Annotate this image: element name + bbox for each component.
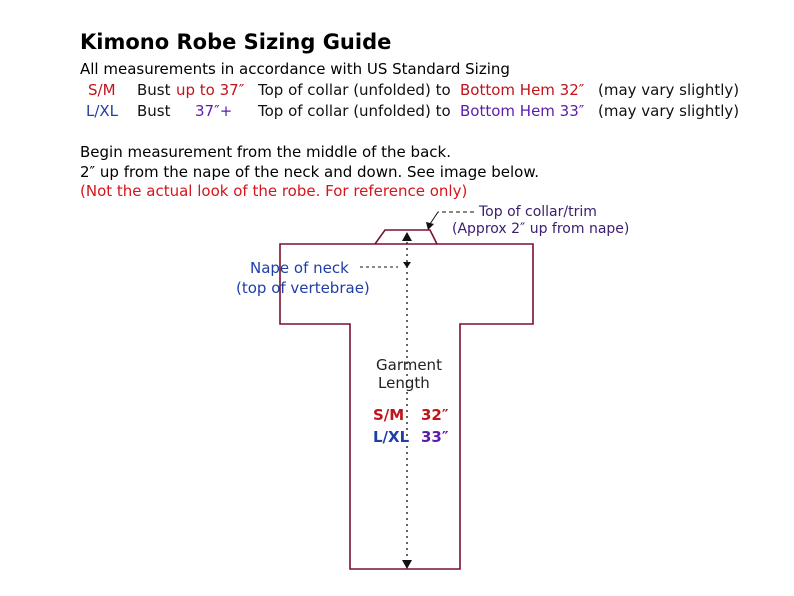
page-subtitle: All measurements in accordance with US S… bbox=[80, 60, 510, 78]
diagram-lxl-value: 33″ bbox=[421, 428, 449, 446]
diagram-sm-label: S/M bbox=[373, 406, 405, 424]
collar-leader-diag bbox=[429, 211, 439, 225]
collar-text-sm: Top of collar (unfolded) to bbox=[258, 81, 451, 99]
collar-label-1: Top of collar/trim bbox=[479, 204, 597, 220]
note-lxl: (may vary slightly) bbox=[598, 102, 740, 120]
nape-label-2: (top of vertebrae) bbox=[236, 279, 370, 297]
nape-marker-icon bbox=[403, 262, 411, 268]
reference-note: (Not the actual look of the robe. For re… bbox=[80, 182, 468, 200]
size-row-sm: S/M Bust up to 37″ Top of collar (unfold… bbox=[0, 81, 794, 101]
page-title: Kimono Robe Sizing Guide bbox=[80, 30, 392, 54]
collar-label-2: (Approx 2″ up from nape) bbox=[452, 221, 630, 237]
kimono-outline bbox=[279, 229, 534, 570]
arrow-top-icon bbox=[402, 232, 412, 241]
bust-word-sm: Bust bbox=[137, 81, 171, 99]
bust-value-sm: up to 37″ bbox=[176, 81, 245, 99]
instruction-line-1: Begin measurement from the middle of the… bbox=[80, 143, 451, 161]
size-label-sm: S/M bbox=[88, 81, 116, 99]
nape-label-1: Nape of neck bbox=[250, 259, 349, 277]
garment-label-1: Garment bbox=[376, 356, 442, 374]
hem-label-lxl: Bottom Hem 33″ bbox=[460, 102, 585, 120]
arrow-bottom-icon bbox=[402, 560, 412, 569]
collar-leader-arrow-icon bbox=[426, 222, 434, 230]
note-sm: (may vary slightly) bbox=[598, 81, 740, 99]
garment-label-2: Length bbox=[378, 374, 430, 392]
bust-value-lxl: 37″+ bbox=[195, 102, 233, 120]
diagram-sm-value: 32″ bbox=[421, 406, 449, 424]
bust-word-lxl: Bust bbox=[137, 102, 171, 120]
hem-label-sm: Bottom Hem 32″ bbox=[460, 81, 585, 99]
instruction-line-2: 2″ up from the nape of the neck and down… bbox=[80, 163, 540, 181]
size-row-lxl: L/XL Bust 37″+ Top of collar (unfolded) … bbox=[0, 102, 794, 122]
size-label-lxl: L/XL bbox=[86, 102, 119, 120]
collar-text-lxl: Top of collar (unfolded) to bbox=[258, 102, 451, 120]
diagram-lxl-label: L/XL bbox=[373, 428, 410, 446]
